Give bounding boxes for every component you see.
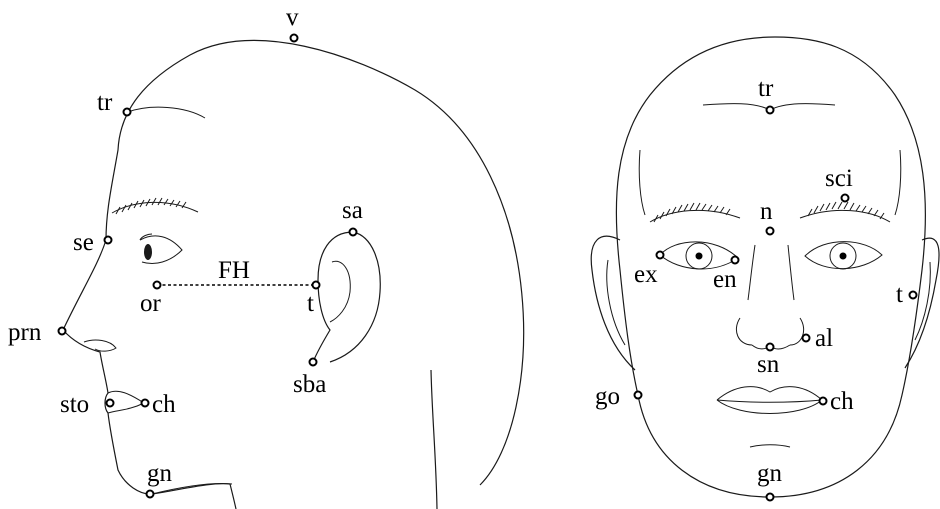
- label-tr-frontal: tr: [758, 75, 774, 102]
- label-tr-profile: tr: [97, 89, 113, 116]
- frontal-nose-bridge-left: [748, 245, 755, 300]
- profile-ear: [313, 232, 380, 362]
- label-al: al: [815, 325, 833, 352]
- landmark-point-n: [767, 228, 774, 235]
- label-en: en: [713, 266, 737, 293]
- landmark-point-t-profile: [313, 282, 320, 289]
- landmark-point-t-frontal: [910, 292, 917, 299]
- label-sba: sba: [293, 371, 326, 398]
- label-go: go: [595, 383, 620, 410]
- label-gn-profile: gn: [147, 460, 173, 487]
- landmark-point-ch-frontal: [820, 398, 827, 405]
- label-se: se: [73, 229, 94, 256]
- landmark-point-gn-profile: [147, 491, 154, 498]
- label-v: v: [286, 4, 299, 31]
- label-sa: sa: [342, 197, 363, 224]
- frontal-pupil-left: [696, 253, 703, 260]
- profile-eyebrow-hatch: [116, 198, 186, 214]
- frontal-mouth-upper: [717, 387, 822, 400]
- label-ch-profile: ch: [152, 391, 176, 418]
- label-prn: prn: [8, 319, 42, 346]
- frontal-temple-left: [639, 150, 645, 215]
- label-t-frontal: t: [896, 281, 903, 308]
- landmark-point-or: [154, 282, 161, 289]
- frontal-ear-right: [905, 238, 939, 368]
- landmark-point-sci: [842, 195, 849, 202]
- landmark-point-sba: [310, 359, 317, 366]
- landmark-point-ex: [657, 252, 664, 259]
- landmark-point-v: [291, 35, 298, 42]
- profile-pupil: [144, 244, 152, 260]
- label-n: n: [760, 198, 773, 225]
- landmark-point-sn: [767, 344, 774, 351]
- label-gn-frontal: gn: [757, 460, 783, 487]
- profile-nostril: [84, 340, 116, 351]
- landmark-point-sa: [350, 229, 357, 236]
- profile-hairline: [128, 107, 205, 118]
- landmark-point-sto: [107, 400, 114, 407]
- frontal-ear-left: [591, 236, 635, 370]
- frontal-labels: tr sci n ex en t al sn go ch gn: [595, 75, 903, 487]
- landmark-point-gn-frontal: [767, 494, 774, 501]
- landmark-point-prn: [59, 328, 66, 335]
- frontal-ear-right-inner: [915, 262, 930, 340]
- profile-labels: v tr se or FH prn sto ch gn sa t sba: [8, 4, 363, 487]
- label-ex: ex: [634, 261, 658, 288]
- frontal-landmark-points: [635, 107, 917, 501]
- profile-ear-inner: [330, 261, 350, 322]
- landmark-point-en: [732, 257, 739, 264]
- profile-view: [63, 41, 524, 509]
- landmark-point-go: [635, 392, 642, 399]
- label-sto: sto: [60, 391, 89, 418]
- label-ch-frontal: ch: [830, 388, 854, 415]
- landmark-point-ch-profile: [142, 400, 149, 407]
- label-fh: FH: [218, 257, 250, 284]
- label-sn: sn: [757, 351, 780, 378]
- landmark-point-al: [803, 335, 810, 342]
- landmark-point-tr-profile: [124, 109, 131, 116]
- label-sci: sci: [825, 165, 853, 192]
- frontal-nose-bridge-right: [788, 245, 794, 300]
- frontal-chin-crease: [750, 445, 790, 447]
- frontal-pupil-right: [840, 253, 847, 260]
- frontal-temple-right: [895, 150, 901, 215]
- landmark-point-se: [105, 237, 112, 244]
- frontal-ear-left-inner: [607, 260, 625, 345]
- profile-neck-line: [431, 370, 437, 509]
- label-or: or: [140, 290, 162, 317]
- frontal-mouth-line: [717, 400, 822, 402]
- label-t-profile: t: [307, 290, 314, 317]
- landmark-point-tr-frontal: [767, 107, 774, 114]
